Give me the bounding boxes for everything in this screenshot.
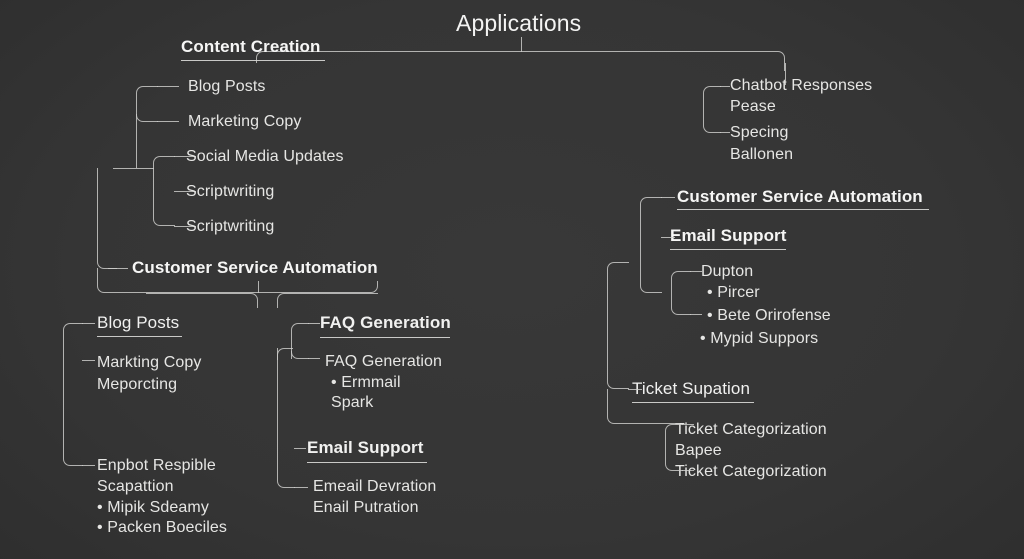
- cc-elbow-blogposts: [136, 86, 158, 122]
- chatbot-tick-1: [720, 86, 730, 87]
- bp-tick-1: [82, 323, 95, 324]
- chatbot-brace-bottom: [703, 110, 721, 133]
- leaf-bapee: Bapee: [675, 442, 722, 459]
- underline-blog-posts: [97, 336, 182, 337]
- csa-left-down-blogposts: [146, 293, 258, 308]
- leaf-ticket-categorization-1: Ticket Categorization: [675, 421, 827, 438]
- underline-ticket-supation: [632, 402, 754, 403]
- right-main-spine-top: [607, 262, 629, 292]
- heading-content-creation: Content Creation: [181, 37, 321, 56]
- right-main-spine-bottom: [607, 292, 629, 389]
- cc-spine-join: [113, 168, 154, 169]
- bp-brace-top: [63, 323, 83, 360]
- underline-faq-generation: [320, 337, 450, 338]
- subheading-email-support-right: Email Support: [670, 226, 787, 245]
- leaf-spark: Spark: [331, 394, 374, 411]
- ticket-bracket: [607, 389, 680, 424]
- csar-spine-bottom: [640, 237, 662, 293]
- faq-tick-2: [308, 358, 320, 359]
- underline-email-support-right: [670, 249, 786, 250]
- heading-customer-service-automation-right: Customer Service Automation: [677, 187, 923, 206]
- subheading-ticket-supation: Ticket Supation: [632, 379, 751, 398]
- ticket-tick-heading: [628, 389, 642, 390]
- underline-email-support-left: [307, 462, 427, 463]
- cc-elbow-marketingcopy: [136, 114, 158, 122]
- dupton-tick-2: [690, 314, 702, 315]
- leaf-chatbot-responses: Chatbot Responses: [730, 77, 873, 94]
- page-title: Applications: [456, 10, 582, 36]
- ticket-child-brace-bottom: [665, 446, 683, 471]
- bullet-pircer: • Pircer: [707, 284, 760, 301]
- root-right-drop: [785, 63, 786, 85]
- cc-tick-script2: [174, 226, 196, 227]
- root-elbow-left: [256, 51, 522, 63]
- subheading-faq-generation: FAQ Generation: [320, 313, 451, 332]
- bullet-bete-orirofense: • Bete Orirofense: [707, 307, 831, 324]
- leaf-enpbot-respible: Enpbot Respible: [97, 457, 216, 474]
- bullet-mypid-suppors: • Mypid Suppors: [700, 330, 819, 347]
- chatbot-tick-2: [720, 132, 730, 133]
- leaf-emeail-devration: Emeail Devration: [313, 478, 437, 495]
- leaf-blog-posts: Blog Posts: [188, 78, 266, 95]
- leaf-scriptwriting-2: Scriptwriting: [186, 218, 275, 235]
- leaf-scapattion: Scapattion: [97, 478, 174, 495]
- leaf-pease: Pease: [730, 98, 776, 115]
- csa-left-bracket-right: [258, 281, 378, 293]
- dupton-brace-bottom: [671, 293, 691, 315]
- bullet-ermmail: • Ermmail: [331, 374, 401, 391]
- leaf-scriptwriting-1: Scriptwriting: [186, 183, 275, 200]
- csa-left-bracket-left: [97, 268, 258, 293]
- cc-tick-blogposts: [157, 86, 179, 87]
- faq-tick-1: [308, 323, 320, 324]
- cc-spine-upper: [136, 122, 137, 168]
- bullet-packen-boeciles: • Packen Boeciles: [97, 519, 228, 536]
- dupton-tick-1: [690, 271, 702, 272]
- csa-left-tick: [108, 268, 128, 269]
- chatbot-brace-top: [703, 86, 721, 110]
- bullet-mipik-sdeamy: • Mipik Sdeamy: [97, 499, 209, 516]
- ticket-child-brace-top: [665, 424, 683, 446]
- heading-customer-service-automation-left: Customer Service Automation: [132, 258, 378, 277]
- leaf-dupton: Dupton: [701, 263, 754, 280]
- csar-tick-heading: [661, 197, 675, 198]
- subheading-blog-posts: Blog Posts: [97, 313, 180, 332]
- faqcol-spine: [277, 348, 295, 488]
- leaf-specing: Specing: [730, 124, 789, 141]
- leaf-social-media-updates: Social Media Updates: [186, 148, 344, 165]
- leaf-markting-copy: Markting Copy: [97, 354, 202, 371]
- leaf-faq-generation: FAQ Generation: [325, 353, 443, 370]
- leaf-ticket-categorization-2: Ticket Categorization: [675, 463, 827, 480]
- faq-brace: [291, 323, 309, 359]
- csa-left-down-faq: [277, 293, 378, 308]
- underline-content-creation: [181, 60, 325, 61]
- bp-tick-2: [82, 360, 95, 361]
- subheading-email-support-left: Email Support: [307, 438, 424, 457]
- bp-tick-3: [82, 465, 95, 466]
- email-left-tick-2: [294, 487, 308, 488]
- ticket-child-tick-2: [682, 470, 694, 471]
- leaf-ballonen: Ballonen: [730, 146, 794, 163]
- underline-customer-service-automation-right: [677, 209, 929, 210]
- leaf-marketing-copy: Marketing Copy: [188, 113, 302, 130]
- cc-tick-social: [174, 156, 196, 157]
- cc-elbow-social: [153, 156, 175, 191]
- cc-elbow-script2: [153, 191, 175, 226]
- csar-spine-top: [640, 197, 662, 237]
- dupton-brace-top: [671, 271, 691, 293]
- csar-tick-email: [661, 237, 675, 238]
- leaf-enail-putration: Enail Putration: [313, 499, 419, 516]
- bp-brace-bottom: [63, 360, 83, 466]
- leaf-meporcting: Meporcting: [97, 376, 178, 393]
- root-stem: [521, 37, 522, 51]
- cc-tick-script1: [174, 191, 196, 192]
- cc-tick-marketingcopy: [157, 121, 179, 122]
- root-elbow-right: [521, 51, 785, 71]
- csa-left-elbow: [97, 168, 117, 269]
- email-left-tick-1: [294, 448, 306, 449]
- ticket-child-tick-1: [682, 424, 694, 425]
